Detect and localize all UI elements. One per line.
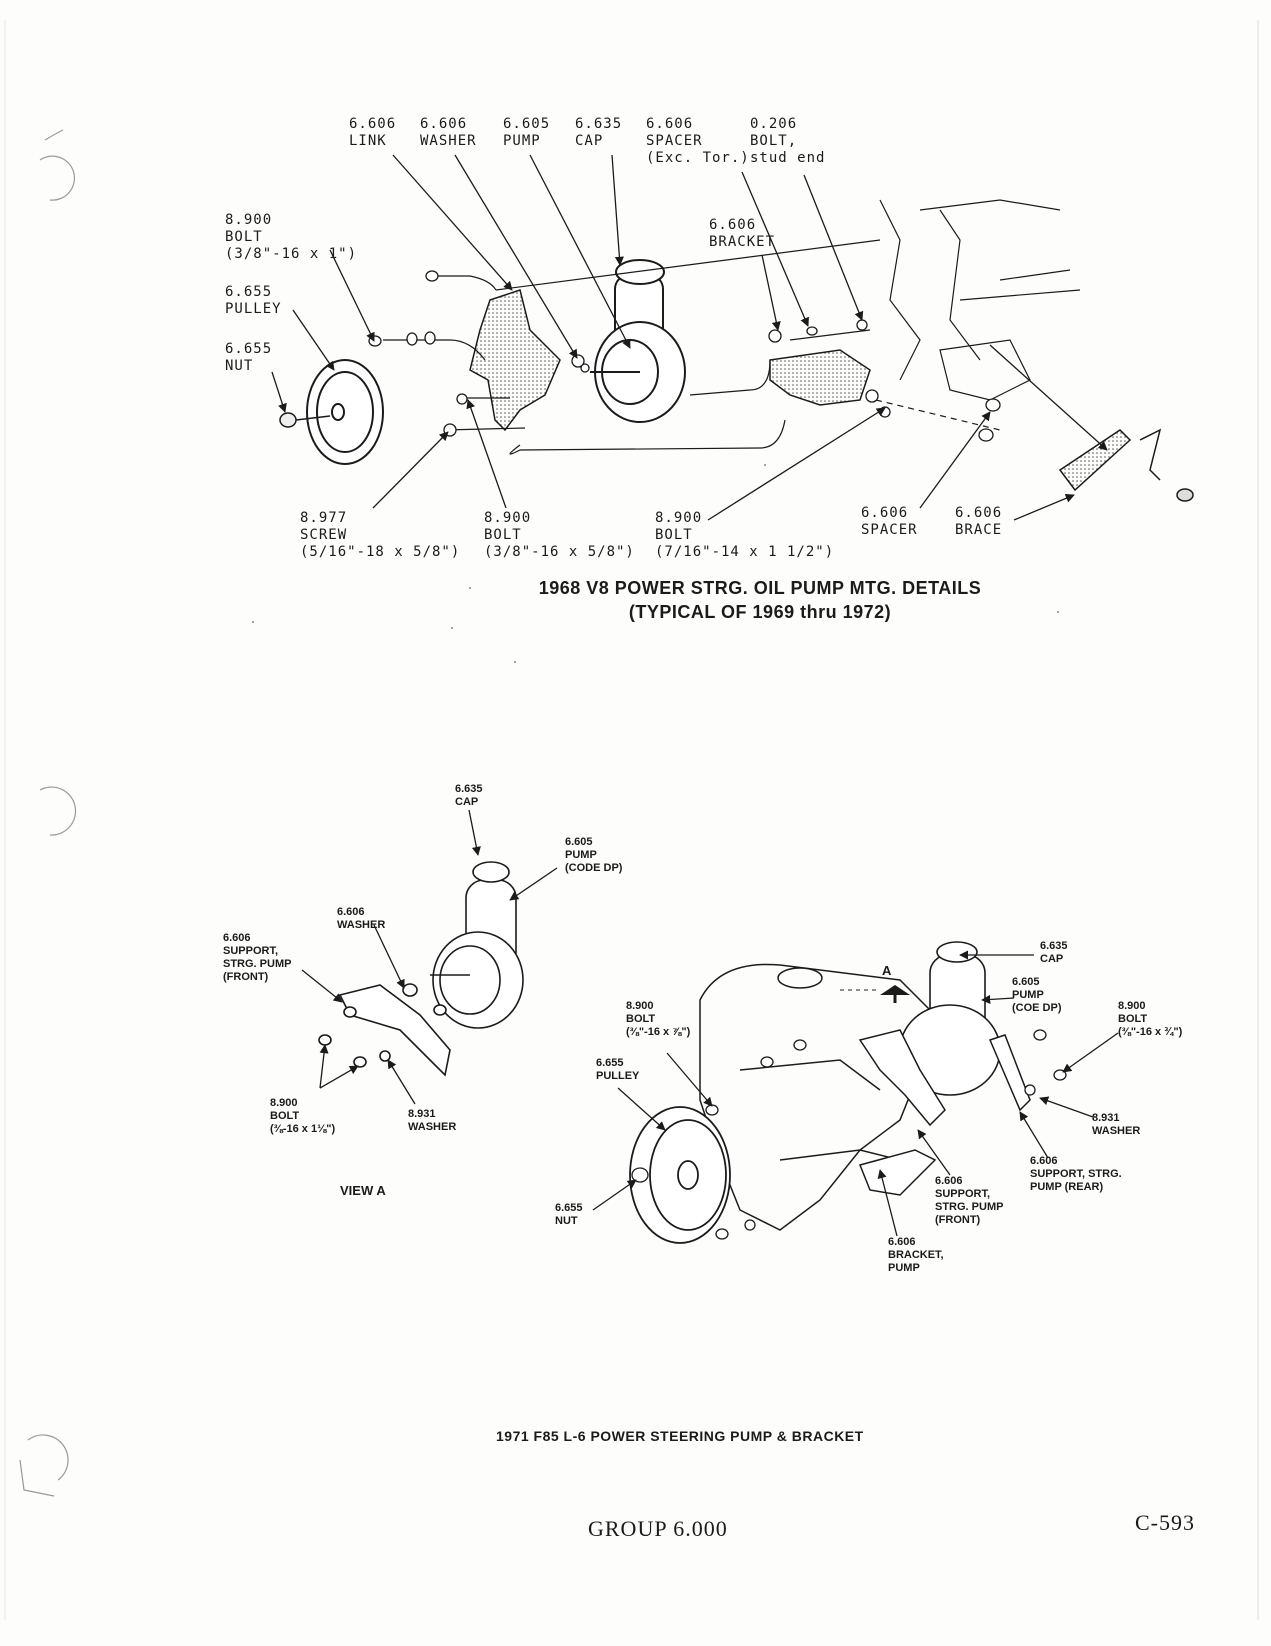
- label-pump: 6.605 PUMP: [503, 116, 551, 149]
- right-bracket-shape: [769, 349, 871, 406]
- pump-body-shape: [590, 259, 686, 423]
- arrow-a-marker: [880, 985, 910, 1003]
- label-bolt-stud-end: 0.206 BOLT, stud end: [750, 116, 826, 166]
- label-screw: 8.977 SCREW (5/16"-18 x 5/8"): [300, 510, 461, 560]
- main-label-pump: 6.605 PUMP (COE DP): [1012, 976, 1062, 1014]
- label-cap: 6.635 CAP: [575, 116, 623, 149]
- main-label-support-rear: 6.606 SUPPORT, STRG. PUMP (REAR): [1030, 1155, 1122, 1193]
- view-a-support-shape: [318, 983, 451, 1077]
- footer-page-number: C-593: [1135, 1510, 1195, 1535]
- main-label-bolt-right: 8.900 BOLT (⅜"-16 x ¾"): [1118, 1000, 1183, 1038]
- label-brace: 6.606 BRACE: [955, 505, 1003, 538]
- main-label-bolt-left: 8.900 BOLT (⅜"-16 x ⅞"): [626, 1000, 691, 1038]
- label-link: 6.606 LINK: [349, 116, 397, 149]
- exploded-lines: [383, 239, 1001, 455]
- view-a-caption: VIEW A: [340, 1183, 386, 1198]
- pulley-shape: [306, 359, 384, 465]
- engine-b-shape: [699, 963, 931, 1231]
- main-label-washer-right: 8.931 WASHER: [1092, 1112, 1141, 1137]
- main-label-bracket-pump: 6.606 BRACKET, PUMP: [888, 1236, 944, 1274]
- view-a-leaders: [301, 809, 558, 1105]
- main-label-support-front: 6.606 SUPPORT, STRG. PUMP (FRONT): [935, 1175, 1004, 1226]
- main-label-cap: 6.635 CAP: [1040, 940, 1068, 965]
- label-washer: 6.606 WASHER: [420, 116, 477, 149]
- top-diagram-title: 1968 V8 POWER STRG. OIL PUMP MTG. DETAIL…: [480, 576, 1040, 624]
- view-a-label-washer-8931: 8.931 WASHER: [408, 1108, 457, 1133]
- link-bracket-shape: [469, 289, 561, 432]
- label-bolt-right: 8.900 BOLT (7/16"-14 x 1 1/2"): [655, 510, 835, 560]
- view-a-label-bolt: 8.900 BOLT (⅜-16 x 1⅛"): [270, 1097, 336, 1135]
- bottom-diagram-title: 1971 F85 L-6 POWER STEERING PUMP & BRACK…: [496, 1428, 864, 1444]
- label-bolt-left: 8.900 BOLT (3/8"-16 x 1"): [225, 212, 358, 262]
- pump-b-shape: [899, 941, 1001, 1096]
- binder-hole-marks: [19, 129, 77, 1497]
- top-title-line-1: 1968 V8 POWER STRG. OIL PUMP MTG. DETAIL…: [538, 578, 982, 598]
- main-b-leaders: [592, 950, 1119, 1237]
- view-a-label-cap: 6.635 CAP: [455, 783, 483, 808]
- view-a-label-support-front: 6.606 SUPPORT, STRG. PUMP (FRONT): [223, 932, 292, 983]
- nut-shape: [279, 412, 331, 428]
- main-label-nut: 6.655 NUT: [555, 1202, 583, 1227]
- main-label-pulley: 6.655 PULLEY: [596, 1057, 640, 1082]
- view-a-label-washer: 6.606 WASHER: [337, 906, 386, 931]
- top-leader-lines: [271, 154, 1108, 521]
- label-spacer-bottom: 6.606 SPACER: [861, 505, 918, 538]
- arrow-a-label: A: [882, 963, 892, 978]
- view-a-pump-shape: [430, 861, 524, 1029]
- label-pulley: 6.655 PULLEY: [225, 284, 282, 317]
- top-title-line-2: (TYPICAL OF 1969 thru 1972): [628, 602, 892, 622]
- footer-group: GROUP 6.000: [588, 1516, 728, 1541]
- label-nut: 6.655 NUT: [225, 341, 273, 374]
- label-spacer-exc-tor: 6.606 SPACER (Exc. Tor.): [646, 116, 750, 166]
- engine-block-shape: [879, 199, 1081, 401]
- label-bracket: 6.606 BRACKET: [709, 217, 776, 250]
- view-a-label-pump: 6.605 PUMP (CODE DP): [565, 836, 623, 874]
- pulley-b-shape: [629, 1106, 731, 1244]
- label-bolt-mid: 8.900 BOLT (3/8"-16 x 5/8"): [484, 510, 635, 560]
- supports-b-shape: [858, 1029, 1031, 1196]
